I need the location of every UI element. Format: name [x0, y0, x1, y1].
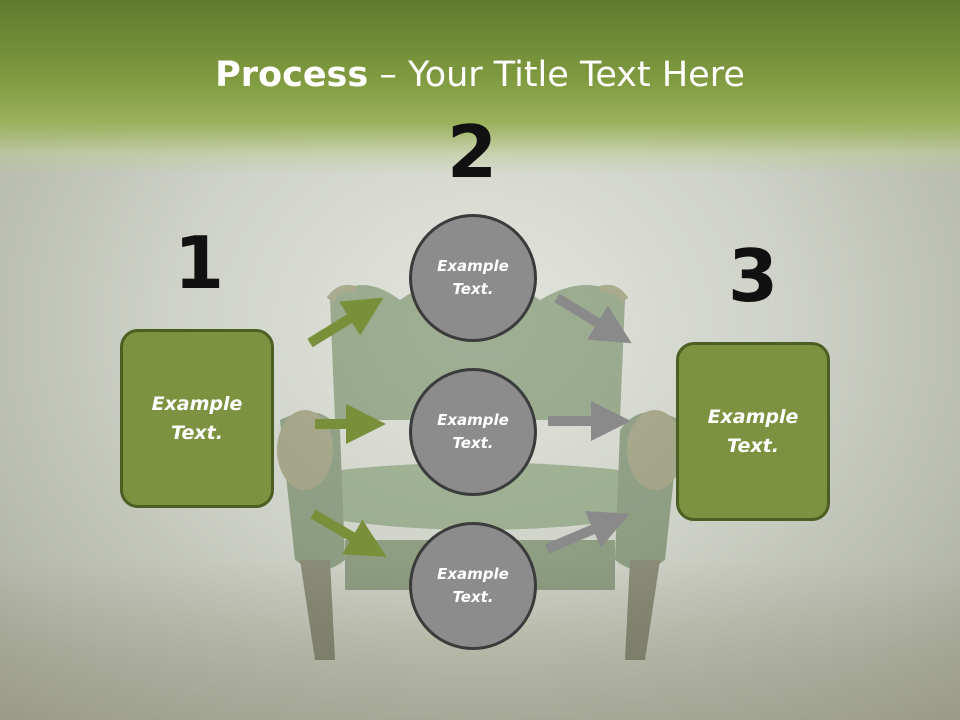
arrow-gray-up: [545, 511, 630, 554]
title-bold: Process: [215, 55, 369, 95]
title-band: [0, 0, 960, 175]
arrow-green-down: [310, 509, 387, 558]
circle-middle: Example Text.: [409, 368, 537, 496]
title-rest: – Your Title Text Here: [368, 55, 745, 95]
arrow-green-up: [307, 297, 384, 348]
arrow-gray-down: [554, 293, 632, 344]
step-number-3: 3: [727, 234, 779, 318]
step-1-box: Example Text.: [120, 329, 274, 508]
step-3-box: Example Text.: [676, 342, 830, 521]
circle-top: Example Text.: [409, 214, 537, 342]
step-number-2: 2: [446, 110, 498, 194]
circle-bottom: Example Text.: [409, 522, 537, 650]
step-number-1: 1: [173, 221, 225, 305]
slide-title: Process – Your Title Text Here: [0, 52, 960, 98]
